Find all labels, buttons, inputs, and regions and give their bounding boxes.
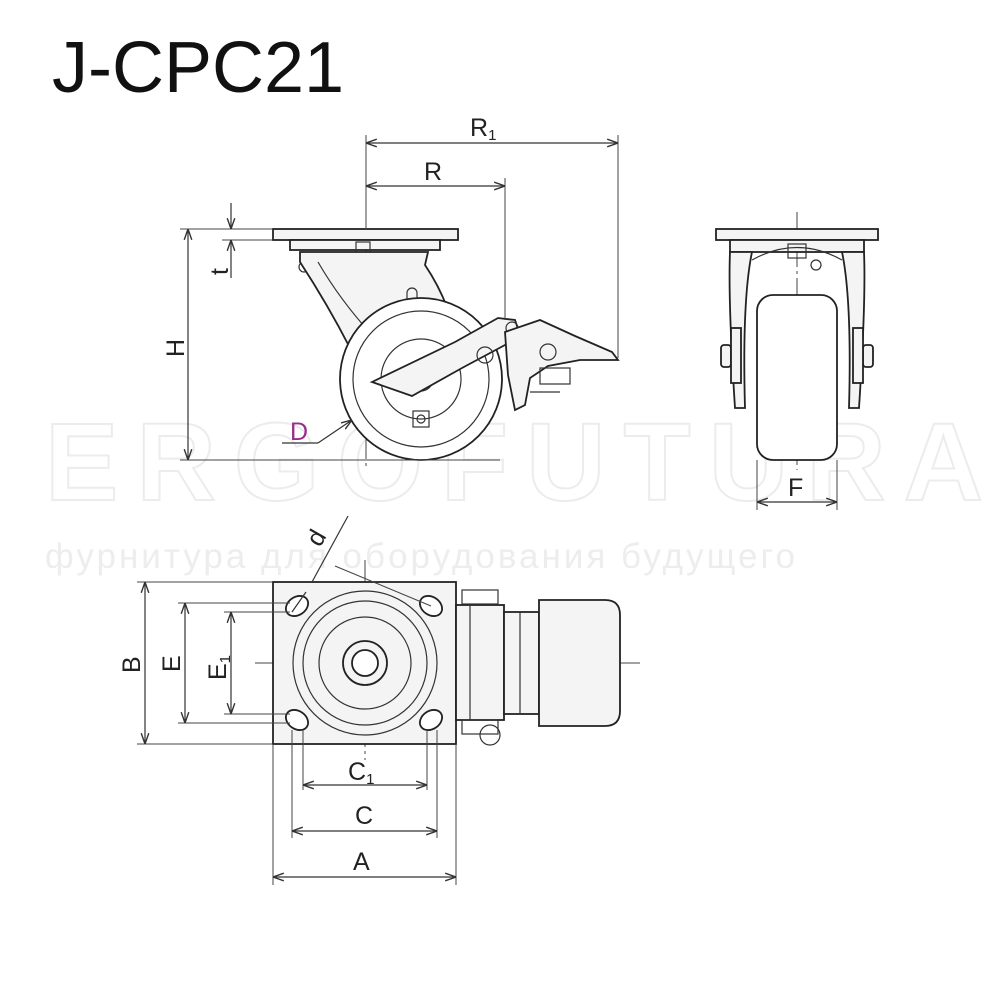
dim-label-C1: C1: [348, 758, 374, 788]
dim-label-R1: R1: [470, 114, 496, 144]
dim-label-t: t: [206, 268, 234, 275]
side-top-plate: [272, 228, 459, 241]
dim-label-E1: E1: [204, 655, 234, 680]
front-wheel: [756, 294, 838, 461]
dim-label-B: B: [118, 656, 146, 673]
side-brake-pedal: [504, 319, 620, 412]
dim-label-H: H: [162, 339, 190, 357]
dim-label-E: E: [158, 655, 186, 672]
dim-label-C: C: [355, 802, 373, 830]
front-top-plate: [715, 228, 879, 241]
top-brake-pedal: [538, 599, 621, 727]
top-view: d B E E1 C1 C A: [118, 515, 640, 885]
side-view: R1 R t H D: [162, 114, 620, 470]
watermark-tagline: фурнитура для оборудования будущего: [45, 537, 798, 576]
dim-label-D: D: [290, 418, 308, 446]
dim-label-F: F: [788, 474, 803, 502]
dim-label-A: A: [353, 848, 370, 876]
front-view: F: [715, 212, 879, 510]
dim-label-R: R: [424, 158, 442, 186]
page-title: J-CPC21: [52, 28, 344, 108]
